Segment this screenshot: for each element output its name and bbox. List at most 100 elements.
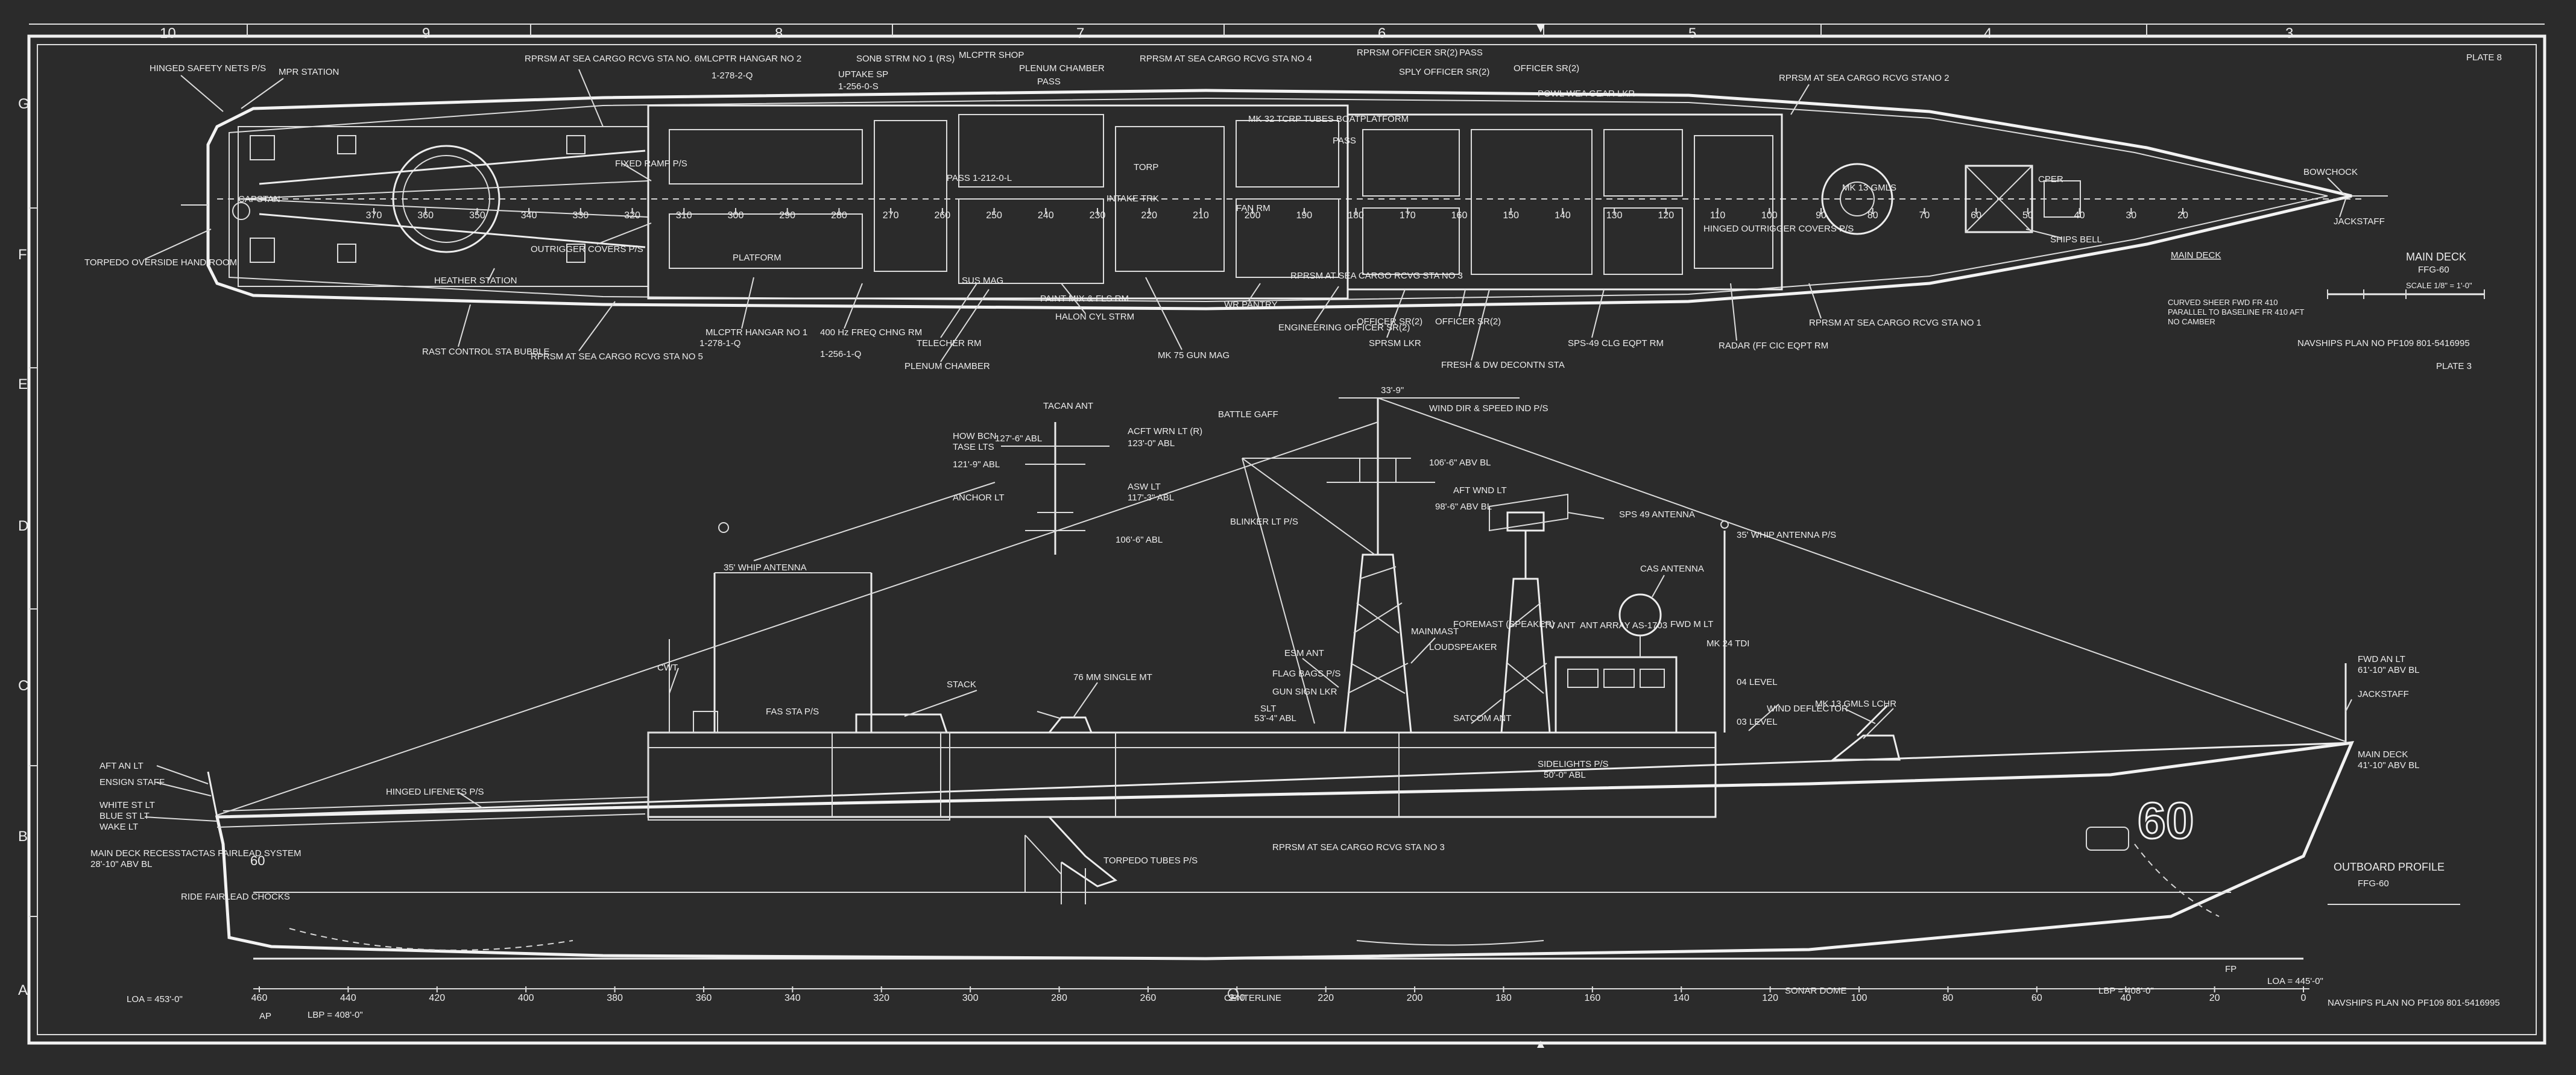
deck-label-33: JACKSTAFF [2334,216,2385,227]
profile-label-mk24: MK 24 TDI [1706,638,1749,649]
deck-label-5: MLCPTR HANGAR NO 2 [699,54,801,64]
ensign-staff [207,771,218,818]
profile-frame-18: 100 [1851,993,1867,1003]
deck-label-23: OUTRIGGER COVERS P/S [531,244,643,254]
deck-frame-26: 110 [1710,210,1726,221]
profile-label-aftwnd: AFT WND LT [1453,485,1507,496]
deck-label-6: UPTAKE SP [838,69,888,80]
deck-label-54: FRESH & DW DECONTN STA [1441,360,1565,370]
deck-label-4: RPRSM AT SEA CARGO RCVG STA NO. 6 [525,54,699,64]
profile-label-whip-ps: 35' WHIP ANTENNA P/S [1737,530,1836,540]
deck-frame-19: 180 [1348,210,1364,221]
deck-frame-21: 160 [1451,210,1468,221]
deck-labels: HINGED SAFETY NETS P/S MPR STATION CAPST… [84,48,2385,371]
profile-elev-f: 41'-10" ABV BL [2358,760,2419,771]
profile-label-ensign: ENSIGN STAFF [99,777,165,787]
mast-label-howbcn: HOW BCN [953,431,997,441]
profile-elev-b: 98'-6" ABV BL [1435,502,1492,512]
profile-frame-17: 120 [1762,993,1778,1003]
profile-frame-1: 440 [340,993,356,1003]
deck-frame-29: 80 [1867,210,1878,221]
profile-label-flags: FLAG BAGS P/S [1272,669,1340,679]
dim-lbp-fwd: LBP = 408'-0" [2098,986,2154,996]
mast-label-tase: TASE LTS [953,442,994,452]
flight-deck [238,126,649,287]
profile-label-lifenets: HINGED LIFENETS P/S [386,787,484,797]
deck-label-36: RAST CONTROL STA BUBBLE [422,347,549,357]
profile-elev-g: 28'-10" ABV BL [90,859,152,869]
profile-label-whip: 35' WHIP ANTENNA [724,563,807,573]
deck-frame-13: 240 [1038,210,1054,221]
deck-frame-15: 220 [1141,210,1157,221]
deck-frame-10: 270 [883,210,899,221]
profile-frame-7: 320 [873,993,889,1003]
deck-frame-31: 60 [1971,210,1981,221]
deck-frame-22: 150 [1503,210,1519,221]
capstan-icon [232,202,250,220]
deck-label-3: TORPEDO OVERSIDE HAND ROOM [84,257,237,268]
deck-label-38: MLCPTR HANGAR NO 1 [706,327,807,338]
deck-label-51: SPRSM LKR [1369,338,1421,348]
stern-hull-number: 60 [250,853,265,868]
drawing-border [27,24,2546,1045]
zone-10: 10 [160,25,176,42]
profile-label-maindeck: MAIN DECK [2358,749,2408,760]
profile-label-array: ANT ARRAY AS-1703 [1580,620,1667,631]
mast-elev-1: 127'-6" ABL [995,433,1042,444]
profile-label-esm: ESM ANT [1284,648,1324,658]
profile-dimensions: LOA = 453'-0" LBP = 408'-0" LBP = 408'-0… [127,385,2323,1020]
deck-label-14: RPRSM AT SEA CARGO RCVG STA NO 4 [1140,54,1312,64]
top-zone-numbers: 10 9 8 7 6 5 4 3 [160,25,2293,42]
deck-label-24: PLATFORM [733,253,781,263]
deck-label-2: CAPSTAN [238,194,280,204]
stack [855,713,948,733]
plate-label: PLATE 8 [2466,52,2502,63]
deck-label-16: RPRSM OFFICER SR(2) [1357,48,1458,58]
deck-label-1: MPR STATION [279,67,339,77]
mainmast [1327,398,1435,734]
deck-frame-3: 340 [521,210,537,221]
dim-mast-1: 33'-9" [1381,385,1404,396]
profile-label-cas: CAS ANTENNA [1640,564,1704,574]
deck-label-42: TELECHER RM [917,338,982,348]
profile-frame-8: 300 [962,993,979,1003]
deck-label-11: PLENUM CHAMBER [1019,63,1105,74]
deck-label-43: PLENUM CHAMBER [904,361,990,371]
hull-number: 60 [2138,792,2194,849]
deck-frame-33: 40 [2074,210,2085,221]
deck-label-18: PASS [1459,48,1483,58]
deck-label-41: 1-256-1-Q [820,349,861,359]
mast-detail-inset: TACAN ANT HOW BCN TASE LTS 127'-6" ABL A… [753,401,1202,561]
deck-label-40: 400 Hz FREQ CHNG RM [820,327,922,338]
profile-label-foremast: FOREMAST (SPEAKER) [1453,619,1555,629]
deck-label-56: RADAR (FF CIC EQPT RM [1719,341,1828,351]
profile-label-gunsign: GUN SIGN LKR [1272,687,1337,697]
main-deck-note-3: NO CAMBER [2168,317,2215,326]
profile-frame-4: 380 [607,993,623,1003]
deck-label-57: RPRSM AT SEA CARGO RCVG STA NO 1 [1809,318,1981,328]
zone-5: 5 [1688,25,1696,42]
deck-label-45: PAINT MIX & FLS RM [1040,294,1129,304]
foremast [1489,493,1568,734]
profile-plan-no: NAVSHIPS PLAN NO PF109 801-5416995 [2328,998,2500,1008]
outboard-profile: 60 60 [207,397,2355,960]
deck-frame-12: 250 [986,210,1002,221]
profile-label-torptubes: TORPEDO TUBES P/S [1103,856,1198,866]
missile-magazine-hatch [1965,165,2033,233]
deck-label-35: HEATHER STATION [434,276,517,286]
profile-label-04: 04 LEVEL [1737,677,1778,687]
zone-4: 4 [1984,25,1992,42]
deck-frame-27: 100 [1761,210,1778,221]
superstructure-plan [647,104,1349,300]
deck-frame-24: 130 [1606,210,1623,221]
zone-d: D [18,518,28,534]
profile-label-whitest: WHITE ST LT [99,800,155,810]
zone-a: A [18,982,28,998]
deck-label-25: TORP [1134,162,1158,172]
profile-hull [215,740,2355,960]
mast-label-tacan: TACAN ANT [1043,401,1093,411]
deck-frame-18: 190 [1296,210,1313,221]
deck-label-46: HALON CYL STRM [1055,312,1134,322]
